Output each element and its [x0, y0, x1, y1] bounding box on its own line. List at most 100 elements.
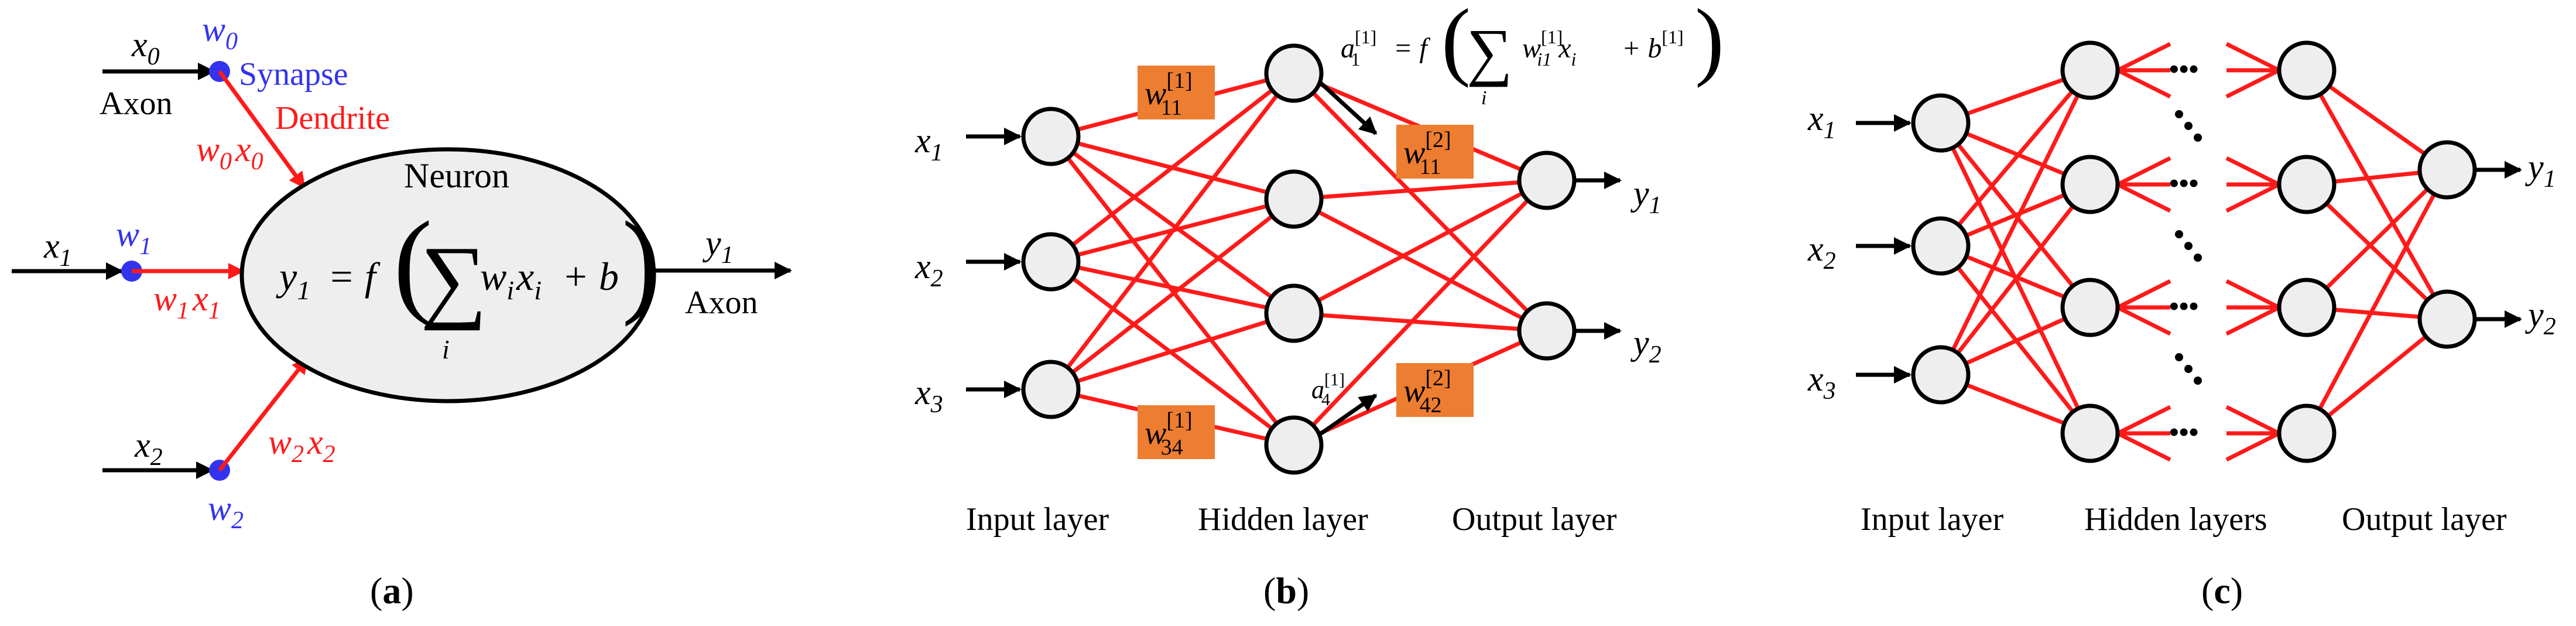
c-edge-in2-h1n1 [1939, 69, 2092, 248]
panel-b-nodes [1021, 43, 1577, 475]
c-diag-dot-2-2 [2184, 242, 2193, 250]
svg-text:+ b: + b [562, 254, 619, 299]
b-hidden-node-1 [1264, 43, 1324, 103]
c-stub-h2n1-3 [2225, 68, 2280, 99]
b-edge-in3-hid2 [1049, 197, 1296, 391]
c-diag-dot-3-2 [2184, 365, 2193, 373]
c-ellipsis-row-3: ••• [2169, 291, 2198, 322]
c-stub-h1n4-3 [2116, 431, 2171, 462]
b-input-node-2 [1021, 232, 1081, 292]
caption-c: (c) [2201, 570, 2243, 611]
panel-b: x1 x2 x3 y1 y2 w[1]11 w[1]34 w[2]11 w[2]… [914, 0, 1724, 611]
c-edge-h2n1-out2 [2304, 69, 2450, 320]
x0-label: x0 [131, 25, 160, 70]
c-diag-dot-1-3 [2194, 134, 2202, 142]
b-output-node-2 [1517, 301, 1577, 361]
c-stub-h2n4-1 [2225, 405, 2280, 436]
c-stub-h1n3-1 [2116, 279, 2171, 310]
c-hidden2-node-4 [2277, 403, 2337, 463]
w2-label: w2 [208, 489, 244, 534]
c-output-y2-label: y2 [2524, 295, 2556, 340]
b-activation-arrow-a4 [1318, 394, 1378, 436]
b-edge-hid2-out1 [1293, 178, 1547, 201]
c-input-node-3 [1911, 345, 1971, 405]
c-stub-h1n3-3 [2116, 305, 2171, 336]
panel-c: •••••••••••• x1 x2 x3 y1 y2 Input layer … [1807, 40, 2556, 611]
c-diag-dot-3-1 [2175, 353, 2183, 361]
c-input-node-2 [1911, 216, 1971, 276]
panel-b-arrows [966, 80, 1622, 436]
caption-b: (b) [1263, 570, 1309, 611]
c-stub-h2n1-1 [2225, 42, 2280, 73]
b-hidden-layer-label: Hidden layer [1198, 501, 1368, 538]
w1-label: w1 [116, 215, 152, 260]
svg-text:= f: = f [1393, 33, 1430, 64]
c-output-node-2 [2417, 289, 2477, 349]
activation-right-paren: ) [1695, 0, 1724, 88]
c-diag-dot-2-1 [2175, 230, 2183, 238]
weight-box-w42-layer2: w[2]42 [1396, 363, 1474, 418]
c-ellipsis-row-4: ••• [2169, 417, 2198, 448]
c-stub-h2n2-3 [2225, 182, 2280, 213]
c-stub-h1n1-1 [2116, 42, 2171, 73]
b-input-x3-label: x3 [914, 373, 943, 418]
c-hidden1-node-3 [2060, 278, 2120, 337]
formula-left-paren: ( [393, 198, 433, 327]
weight-box-w11-layer2: w[2]11 [1396, 125, 1474, 179]
activation-left-paren: ( [1441, 0, 1471, 88]
formula-right-paren: ) [622, 198, 661, 327]
c-diag-dot-3-3 [2194, 377, 2202, 385]
panel-c-nodes [1911, 40, 2477, 463]
c-hidden2-node-2 [2277, 155, 2337, 214]
b-input-layer-label: Input layer [966, 501, 1109, 538]
c-hidden1-node-2 [2060, 155, 2120, 214]
neuron-label: Neuron [404, 156, 509, 195]
panel-b-edges [1049, 71, 1549, 447]
c-input-layer-label: Input layer [1861, 501, 2003, 538]
y1-label: y1 [702, 224, 734, 269]
x1-label: x1 [43, 227, 72, 272]
b-output-y1-label: y1 [1630, 174, 1662, 219]
weight-box-w11-layer1: w[1]11 [1138, 66, 1215, 120]
c-input-x2-label: x2 [1807, 230, 1836, 275]
c-diag-dot-2-3 [2194, 254, 2202, 262]
b-edge-in3-hid1 [1049, 71, 1296, 391]
svg-text:w[2]42: w[2]42 [1403, 366, 1451, 418]
x2-label: x2 [134, 426, 163, 471]
w0-label: w0 [202, 10, 238, 55]
c-hidden1-node-1 [2060, 40, 2120, 100]
c-input-x3-label: x3 [1807, 360, 1836, 405]
c-edge-h2n4-out2 [2305, 317, 2449, 435]
c-stub-h1n2-3 [2116, 182, 2171, 213]
axon-out-label: Axon [685, 285, 758, 321]
dendrite-w0-line [218, 70, 306, 189]
caption-a: (a) [370, 570, 414, 611]
svg-text:wixi: wixi [480, 254, 542, 305]
b-edge-hid2-out2 [1293, 197, 1548, 333]
panel-c-ellipsis: ••• ••• ••• ••• [2169, 54, 2202, 448]
c-edge-h2n4-out1 [2304, 169, 2450, 435]
panel-c-arrows [1856, 114, 2522, 384]
neuron-body [239, 147, 656, 403]
c-output-layer-label: Output layer [2342, 501, 2507, 538]
b-input-node-3 [1021, 360, 1081, 419]
svg-text:y1: y1 [276, 254, 310, 305]
svg-text:a[1]1: a[1]1 [1341, 26, 1376, 70]
b-edge-hid4-out1 [1292, 179, 1549, 447]
synapse-label: Synapse [239, 56, 348, 93]
c-ellipsis-row-2: ••• [2169, 168, 2198, 199]
c-ellipsis-row-1: ••• [2169, 54, 2198, 85]
activation-sum-sign: ∑ [1467, 16, 1512, 87]
svg-text:= f: = f [328, 254, 381, 299]
b-edge-in1-hid3 [1049, 135, 1296, 315]
weight-box-w34-layer1: w[1]34 [1138, 405, 1215, 460]
c-output-y1-label: y1 [2524, 148, 2556, 193]
b-edge-in2-hid1 [1049, 71, 1296, 264]
c-output-node-1 [2417, 140, 2477, 200]
c-hidden-layers-label: Hidden layers [2084, 501, 2267, 538]
